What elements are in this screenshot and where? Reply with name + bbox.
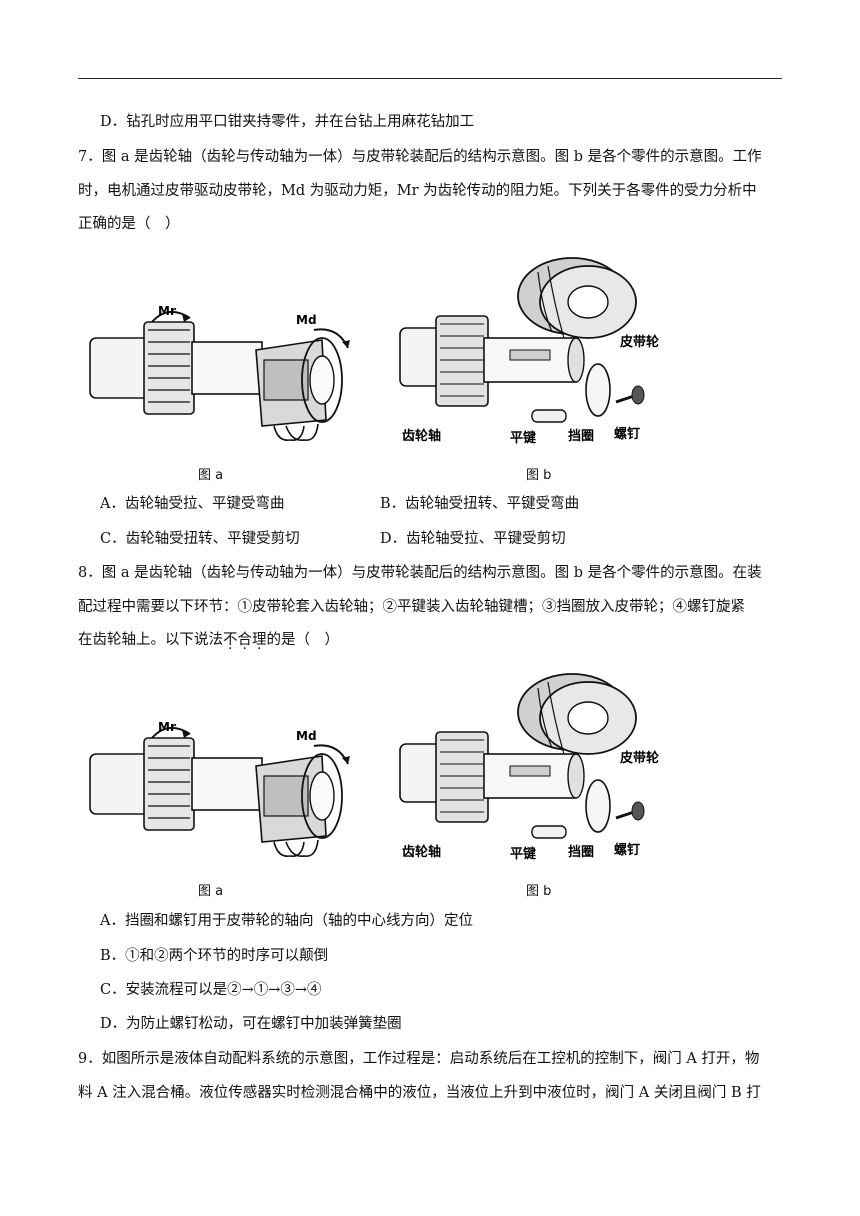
mr-label-1: Mr [158, 304, 176, 318]
caption-b-2: 图 b [526, 884, 552, 899]
q7-option-b: B．齿轮轴受扭转、平键受弯曲 [380, 496, 580, 512]
q9-stem-line1: 9．如图所示是液体自动配料系统的示意图，工作过程是：启动系统后在工控机的控制下，… [78, 1051, 760, 1067]
q8-option-b: B．①和②两个环节的时序可以颠倒 [100, 948, 329, 964]
q8-stem-line3-post: 的是（ ） [266, 632, 340, 648]
q8-stem-line1: 8．图 a 是齿轮轴（齿轮与传动轴为一体）与皮带轮装配后的结构示意图。图 b 是… [78, 565, 762, 581]
emphasis-char-3: 理 [252, 632, 267, 648]
md-label-2: Md [296, 729, 317, 743]
figure-b-parts-1: 皮带轮 齿轮轴 平键 挡圈 螺钉 [399, 257, 659, 446]
md-label-1: Md [296, 313, 317, 327]
q7-option-d: D．齿轮轴受拉、平键受剪切 [380, 531, 566, 547]
q8-stem-line3: 在齿轮轴上。以下说法不合理的是（ ） [78, 630, 798, 650]
label-screw-1: 螺钉 [614, 426, 640, 442]
caption-a-2: 图 a [198, 884, 224, 899]
label-screw-2: 螺钉 [614, 842, 640, 858]
q8-option-c: C．安装流程可以是②→①→③→④ [100, 982, 322, 998]
mr-label-2: Mr [158, 720, 176, 734]
figure-b-parts-2: 皮带轮 齿轮轴 平键 挡圈 螺钉 [399, 673, 659, 862]
figure-a-assembly-2: Mr Md [89, 720, 350, 858]
label-retainer-1: 挡圈 [568, 428, 594, 444]
label-pulley-2: 皮带轮 [619, 750, 659, 766]
label-retainer-2: 挡圈 [568, 844, 594, 860]
figure-a-assembly-1: Mr Md [89, 304, 350, 442]
emphasis-char-1: 不 [223, 632, 238, 648]
q6-option-d: D．钻孔时应用平口钳夹持零件，并在台钻上用麻花钻加工 [100, 114, 475, 130]
label-key-2: 平键 [510, 846, 536, 862]
q8-stem-line3-pre: 在齿轮轴上。以下说法 [78, 632, 223, 648]
q7-option-c: C．齿轮轴受扭转、平键受剪切 [100, 531, 300, 547]
label-pulley-1: 皮带轮 [619, 334, 659, 350]
q7-stem-line2: 时，电机通过皮带驱动皮带轮，Md 为驱动力矩，Mr 为齿轮传动的阻力矩。下列关于… [78, 183, 757, 199]
q7-stem-line3: 正确的是（ ） [78, 216, 180, 232]
q8-stem-line2: 配过程中需要以下环节：①皮带轮套入齿轮轴；②平键装入齿轮轴键槽；③挡圈放入皮带轮… [78, 599, 745, 615]
label-key-1: 平键 [510, 430, 536, 446]
q8-option-d: D．为防止螺钉松动，可在螺钉中加装弹簧垫圈 [100, 1016, 402, 1032]
caption-a-1: 图 a [198, 468, 224, 483]
q7-option-a: A．齿轮轴受拉、平键受弯曲 [100, 496, 285, 512]
q7-stem-line1: 7．图 a 是齿轮轴（齿轮与传动轴为一体）与皮带轮装配后的结构示意图。图 b 是… [78, 149, 762, 165]
q8-option-a: A．挡圈和螺钉用于皮带轮的轴向（轴的中心线方向）定位 [100, 913, 473, 929]
label-gear-shaft-1: 齿轮轴 [402, 428, 441, 444]
label-gear-shaft-2: 齿轮轴 [402, 844, 441, 860]
caption-b-1: 图 b [526, 468, 552, 483]
header-rule [78, 78, 782, 79]
q9-stem-line2: 料 A 注入混合桶。液位传感器实时检测混合桶中的液位，当液位上升到中液位时，阀门… [78, 1085, 761, 1101]
emphasis-char-2: 合 [238, 632, 253, 648]
